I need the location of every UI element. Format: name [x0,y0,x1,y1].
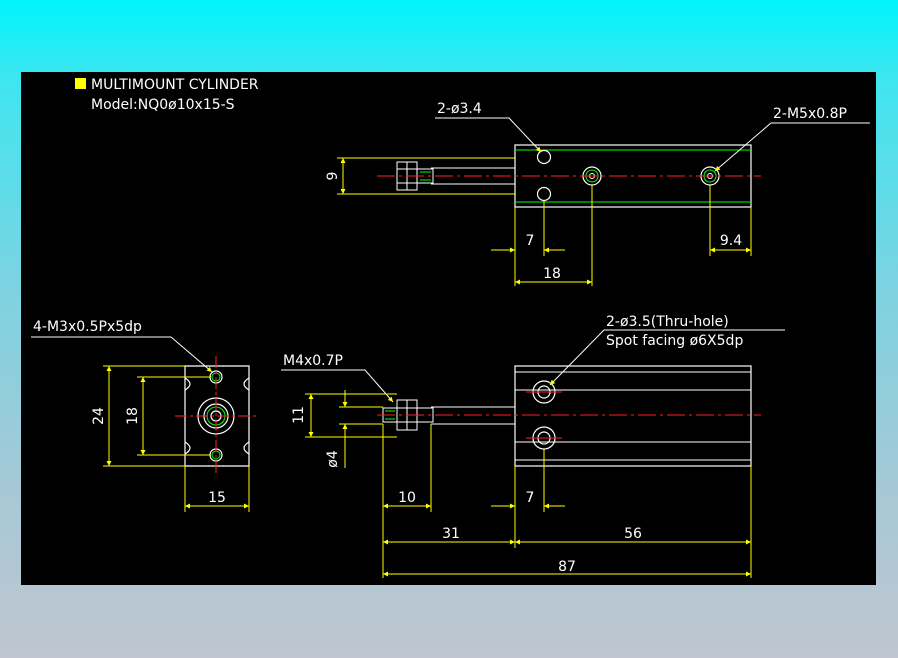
top-callout-hole-leader [435,117,542,153]
side-dim-56-label: 56 [624,526,642,542]
end-callout-thread: 4-M3x0.5Px5dp [33,319,142,335]
side-callout-rod-leader [281,369,394,403]
drawing-canvas: MULTIMOUNT CYLINDER Model:NQ0ø10x15-S 2-… [21,72,876,585]
top-hole-1 [536,149,552,165]
title-marker [75,78,86,89]
side-dim-rod-dia-label: ø4 [325,450,341,468]
top-callout-thread-leader [714,122,870,172]
side-dim-87-label: 87 [558,559,576,575]
top-dim-c-label: 9.4 [720,233,742,249]
end-dim-inner-label: 18 [125,407,141,425]
technical-drawing: MULTIMOUNT CYLINDER Model:NQ0ø10x15-S 2-… [31,77,870,578]
side-callout-hole-1: 2-ø3.5(Thru-hole) [606,314,729,330]
side-body-outline [514,365,752,467]
side-callout-hole-leader [549,329,785,386]
top-dim-a-label: 7 [526,233,535,249]
end-callout-thread-leader [31,336,213,373]
top-callout-hole: 2-ø3.4 [437,101,482,117]
top-hole-2 [536,186,552,202]
end-dim-width-label: 15 [208,490,226,506]
top-dim-height-label: 9 [325,172,341,181]
side-callout-hole-2: Spot facing ø6X5dp [606,333,743,349]
side-dim-31-label: 31 [442,526,460,542]
model-number: Model:NQ0ø10x15-S [91,97,235,113]
end-dim-outer-label: 24 [91,407,107,425]
side-callout-rod: M4x0.7P [283,353,343,369]
side-dim-rod-height-label: 11 [291,406,307,424]
side-view: M4x0.7P 2-ø3.5(Thru-hole) Spot facing ø6… [281,314,785,578]
top-callout-thread: 2-M5x0.8P [773,106,847,122]
top-dim-b-label: 18 [543,266,561,282]
side-dim-hole-label: 7 [526,490,535,506]
top-view: 2-ø3.4 2-M5x0.8P 9 7 18 9.4 [325,101,870,286]
end-view: 4-M3x0.5Px5dp 24 18 15 [31,319,259,512]
side-dim-rod-len-label: 10 [398,490,416,506]
drawing-title: MULTIMOUNT CYLINDER [91,77,259,93]
